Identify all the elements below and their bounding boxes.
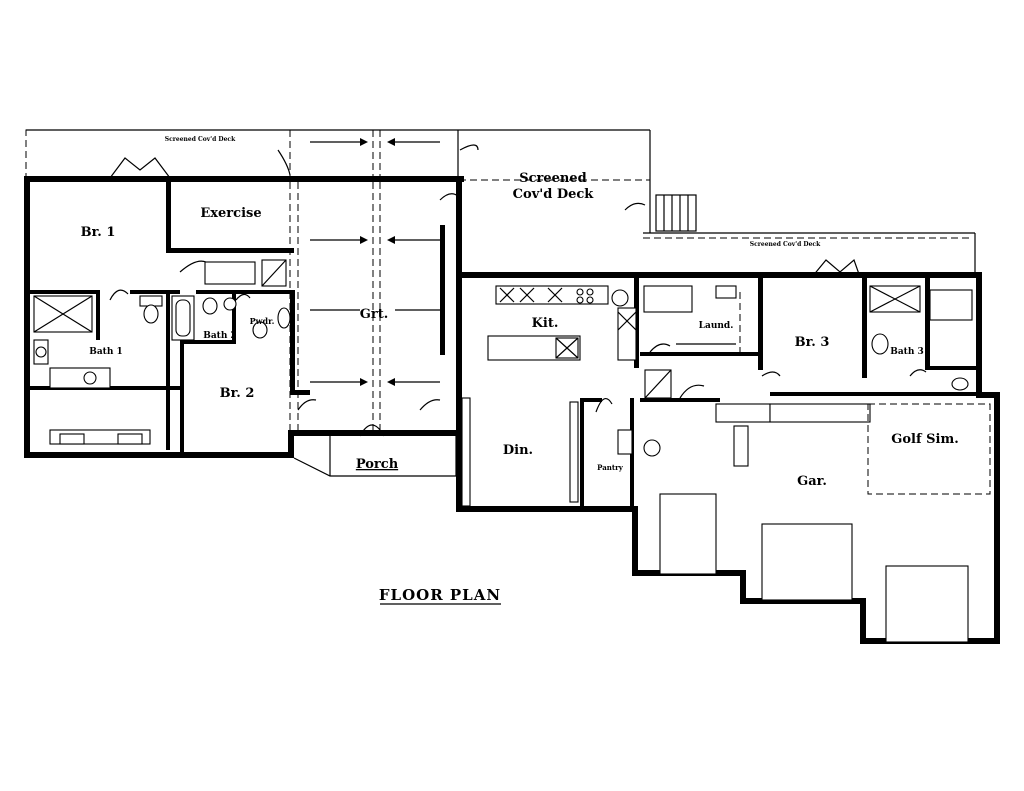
label-kit: Kit.: [532, 316, 559, 331]
label-screened-deck-line2: Cov'd Deck: [513, 187, 595, 202]
label-bath2: Bath 2: [203, 331, 237, 341]
drawing-title: FLOOR PLAN: [379, 586, 501, 604]
label-golf-sim: Golf Sim.: [891, 432, 958, 447]
label-br3: Br. 3: [795, 335, 830, 350]
label-grt: Grt.: [360, 307, 388, 322]
great-room-beams: [289, 138, 440, 430]
label-screened-deck-right: Screened Cov'd Deck: [750, 241, 821, 248]
label-bath1: Bath 1: [89, 347, 123, 357]
label-bath3: Bath 3: [890, 347, 924, 357]
room-labels: Screened Cov'd Deck Screened Cov'd Deck …: [81, 136, 959, 489]
label-screened-deck-small: Screened Cov'd Deck: [165, 136, 236, 143]
label-porch: Porch: [356, 457, 399, 472]
label-screened-deck-line1: Screened: [519, 171, 587, 186]
label-exercise: Exercise: [200, 206, 261, 221]
interior-walls: [30, 182, 980, 508]
porch-area: [293, 436, 457, 477]
door-swings: [109, 193, 927, 437]
label-gar: Gar.: [797, 474, 827, 489]
drawing-title-group: FLOOR PLAN: [379, 586, 501, 605]
label-pantry: Pantry: [597, 463, 624, 472]
fixtures: [33, 259, 991, 643]
label-laund: Laund.: [699, 321, 734, 331]
label-br1: Br. 1: [81, 225, 116, 240]
label-br2: Br. 2: [220, 386, 255, 401]
label-pwdr: Pwdr.: [250, 316, 275, 326]
label-din: Din.: [503, 443, 533, 458]
deck-stairs: [655, 194, 697, 232]
